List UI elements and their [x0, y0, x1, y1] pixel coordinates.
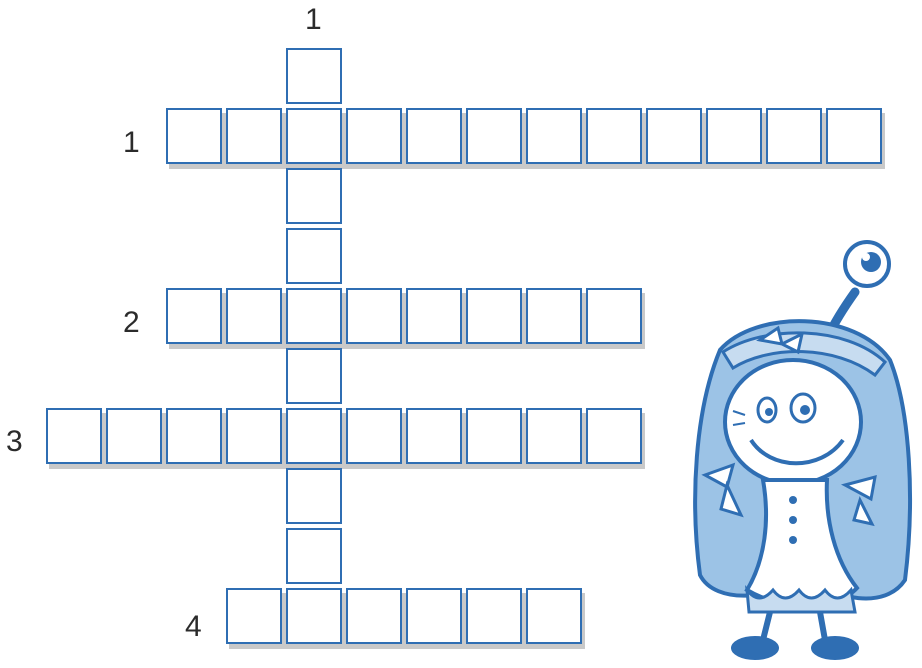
crossword-cell[interactable]	[406, 288, 462, 344]
crossword-cell[interactable]	[346, 288, 402, 344]
crossword-cell[interactable]	[286, 288, 342, 344]
crossword-cell[interactable]	[346, 108, 402, 164]
crossword-cell[interactable]	[166, 288, 222, 344]
crossword-cell[interactable]	[406, 408, 462, 464]
crossword-cell[interactable]	[286, 408, 342, 464]
crossword-cell[interactable]	[46, 408, 102, 464]
crossword-cell[interactable]	[166, 108, 222, 164]
crossword-cell[interactable]	[226, 288, 282, 344]
crossword-cell[interactable]	[286, 108, 342, 164]
crossword-cell[interactable]	[526, 288, 582, 344]
crossword-cell[interactable]	[706, 108, 762, 164]
crossword-cell[interactable]	[346, 588, 402, 644]
crossword-cell[interactable]	[226, 588, 282, 644]
clue-number-across-2: 2	[123, 308, 140, 338]
crossword-cell[interactable]	[586, 108, 642, 164]
crossword-cell[interactable]	[586, 408, 642, 464]
clue-number-down-1: 1	[305, 5, 322, 35]
crossword-cell[interactable]	[406, 588, 462, 644]
crossword-cell[interactable]	[826, 108, 882, 164]
clue-number-across-4: 4	[185, 612, 202, 642]
clue-number-across-1: 1	[123, 128, 140, 158]
crossword-cell[interactable]	[286, 168, 342, 224]
crossword-cell[interactable]	[286, 588, 342, 644]
crossword-cell[interactable]	[286, 48, 342, 104]
crossword-cell[interactable]	[166, 408, 222, 464]
crossword-cell[interactable]	[586, 288, 642, 344]
crossword-cell[interactable]	[466, 108, 522, 164]
crossword-cell[interactable]	[466, 288, 522, 344]
crossword-cell[interactable]	[286, 528, 342, 584]
crossword-cell[interactable]	[466, 588, 522, 644]
crossword-cell[interactable]	[766, 108, 822, 164]
crossword-cell[interactable]	[226, 408, 282, 464]
crossword-cell[interactable]	[286, 228, 342, 284]
cartoon-girl-with-hood-and-antenna-icon	[685, 240, 922, 668]
crossword-cell[interactable]	[286, 468, 342, 524]
crossword-cell[interactable]	[286, 348, 342, 404]
crossword-cell[interactable]	[526, 108, 582, 164]
crossword-cell[interactable]	[526, 408, 582, 464]
crossword-cell[interactable]	[346, 408, 402, 464]
clue-number-across-3: 3	[6, 427, 23, 457]
crossword-cell[interactable]	[526, 588, 582, 644]
crossword-cell[interactable]	[106, 408, 162, 464]
crossword-cell[interactable]	[466, 408, 522, 464]
crossword-cell[interactable]	[226, 108, 282, 164]
crossword-cell[interactable]	[646, 108, 702, 164]
crossword-cell[interactable]	[406, 108, 462, 164]
